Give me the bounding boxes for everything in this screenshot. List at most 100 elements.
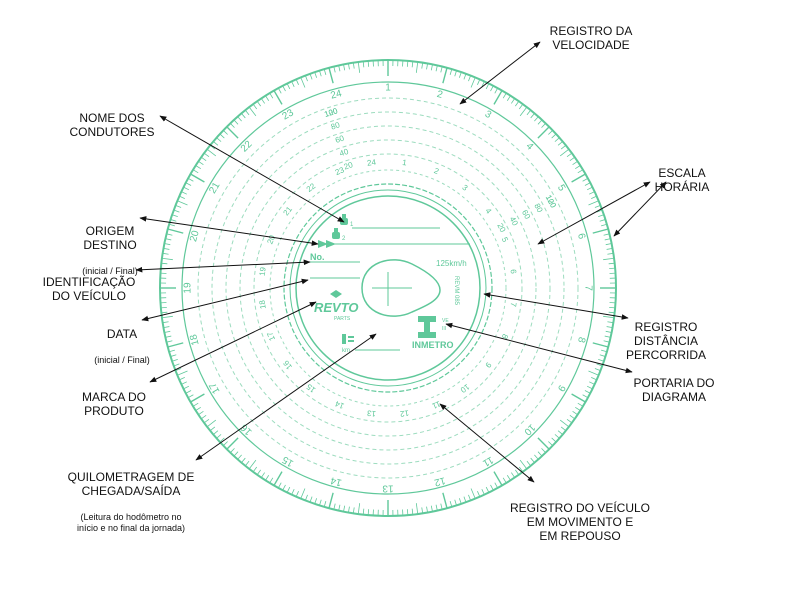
label-origem-destino: ORIGEM DESTINO (inicial / Final) <box>60 210 160 291</box>
arrow-quilometragem <box>195 333 377 461</box>
arrow-portaria <box>445 322 633 374</box>
arrow-distancia <box>483 292 629 320</box>
hour-label: 4 <box>523 141 535 153</box>
tick-mark <box>226 126 239 139</box>
hour-label: 2 <box>436 89 445 101</box>
tick-mark <box>233 451 239 457</box>
label-quilometragem: QUILOMETRAGEM DE CHEGADA/SAÍDA (Leitura … <box>56 456 206 548</box>
tick-mark <box>449 68 453 75</box>
tick-mark <box>286 486 291 493</box>
tick-mark <box>601 223 608 227</box>
tick-mark <box>586 186 593 191</box>
tick-mark <box>485 486 490 493</box>
tick-mark <box>463 73 467 80</box>
brand-name: REVTO <box>314 300 359 315</box>
tick-mark <box>477 79 481 85</box>
tick-mark <box>490 85 494 92</box>
hour-label: 3 <box>483 109 494 122</box>
origin-destination-arrow-icon <box>318 240 336 248</box>
tick-mark <box>541 123 546 128</box>
tick-mark <box>511 98 516 104</box>
tick-mark <box>163 248 170 250</box>
hour-label: 1 <box>385 83 391 94</box>
tick-mark <box>328 67 334 84</box>
tick-mark <box>187 177 194 182</box>
tick-mark <box>569 156 575 161</box>
tick-mark <box>537 437 550 450</box>
tick-mark <box>185 182 192 186</box>
tick-mark <box>328 492 334 509</box>
tick-mark <box>309 73 313 80</box>
tick-mark <box>319 499 322 506</box>
tick-mark <box>286 83 291 90</box>
arrow-identificacao <box>135 259 311 273</box>
tick-mark <box>566 152 573 158</box>
hour-label-inner: 3 <box>460 183 469 193</box>
hour-label: 17 <box>207 380 222 396</box>
label-portaria-diagrama: PORTARIA DO DIAGRAMA <box>626 362 722 418</box>
label-quilometragem-text: QUILOMETRAGEM DE CHEGADA/SAÍDA <box>67 470 195 498</box>
tick-mark <box>171 214 178 218</box>
tick-mark <box>515 101 520 107</box>
hour-label-inner: 22 <box>305 181 318 194</box>
tick-mark <box>195 406 201 411</box>
tick-mark <box>248 106 257 117</box>
tick-mark <box>362 508 365 515</box>
tick-mark <box>608 262 615 265</box>
tick-mark <box>506 95 511 101</box>
tick-mark <box>277 482 282 489</box>
tick-mark <box>309 496 313 503</box>
tick-mark <box>237 116 242 122</box>
label-marca-produto-text: MARCA DO PRODUTO <box>81 390 146 418</box>
inmetro-text: INMETRO <box>412 340 454 350</box>
svg-text:III: III <box>442 326 446 332</box>
speed-label: 20 <box>343 160 355 171</box>
tick-mark <box>277 87 282 94</box>
tick-mark <box>526 109 532 116</box>
hour-label-inner: 9 <box>483 360 493 369</box>
hour-label: 14 <box>329 474 343 488</box>
tick-mark <box>179 195 185 199</box>
tick-mark <box>557 141 563 146</box>
label-identificacao-veiculo-text: IDENTIFICAÇÃO DO VEÍCULO <box>42 275 136 303</box>
tick-mark <box>213 430 219 435</box>
tick-mark <box>559 419 570 428</box>
tick-mark <box>530 113 535 119</box>
speed-label: 120 <box>544 193 558 209</box>
tick-mark <box>430 64 433 71</box>
tick-mark <box>265 475 270 481</box>
tick-mark <box>606 326 613 328</box>
tick-mark <box>201 415 207 420</box>
tick-mark <box>219 133 225 139</box>
label-portaria-diagrama-text: PORTARIA DO DIAGRAMA <box>633 376 715 404</box>
tick-mark <box>223 441 228 446</box>
hour-label-inner: 21 <box>281 204 294 217</box>
hour-label: 9 <box>555 383 568 394</box>
hour-label-inner: 1 <box>402 158 408 168</box>
tick-mark <box>494 482 499 489</box>
hour-label-inner: 6 <box>509 269 519 275</box>
hour-label: 18 <box>188 333 202 347</box>
tick-mark <box>490 484 494 491</box>
label-registro-distancia-text: REGISTRO DISTÂNCIA PERCORRIDA <box>625 320 706 362</box>
tick-mark <box>557 430 563 435</box>
tick-mark <box>183 385 190 390</box>
tick-mark <box>314 71 318 78</box>
tick-mark <box>357 503 361 515</box>
hour-label: 8 <box>575 336 587 345</box>
tick-mark <box>185 390 192 394</box>
tick-mark <box>244 109 250 116</box>
tick-mark <box>560 426 567 432</box>
tick-mark <box>586 385 593 390</box>
tick-mark <box>577 169 584 174</box>
tick-mark <box>511 472 516 478</box>
tick-mark <box>304 75 308 82</box>
speed-label: 20 <box>495 222 507 235</box>
hour-label-inner: 17 <box>265 330 277 342</box>
arrow-movimento <box>439 403 535 483</box>
tick-mark <box>534 116 539 122</box>
tick-mark <box>260 98 265 104</box>
tick-mark <box>609 267 616 270</box>
tick-mark <box>352 62 355 69</box>
tick-mark <box>591 195 597 199</box>
